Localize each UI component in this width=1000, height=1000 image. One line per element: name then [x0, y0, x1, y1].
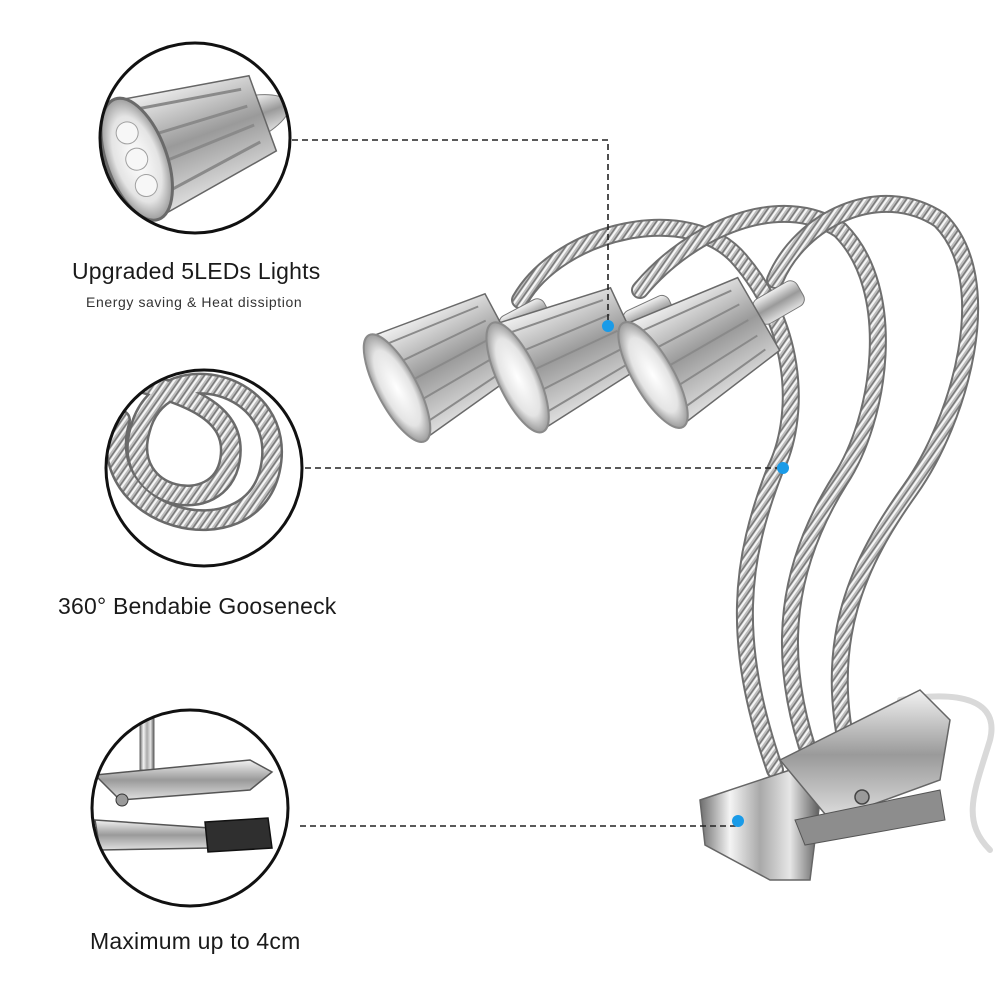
clamp-base	[699, 689, 951, 881]
lamp-head-right	[617, 276, 805, 429]
marker-dot-clamp	[732, 815, 744, 827]
gooseneck-arms	[511, 195, 979, 779]
lamp-head-left	[362, 292, 552, 443]
leader-lines	[292, 139, 783, 827]
marker-dot-leds	[602, 320, 614, 332]
feature-title-gooseneck: 360° Bendabie Gooseneck	[58, 593, 337, 619]
led-bulb-icon	[98, 41, 292, 235]
leader-line-leds	[292, 139, 609, 326]
marker-dot-gooseneck	[777, 462, 789, 474]
power-cable	[897, 693, 995, 853]
clamp-icon	[90, 708, 290, 908]
gooseneck-icon	[104, 368, 304, 568]
feature-title-clamp: Maximum up to 4cm	[90, 928, 301, 954]
feature-title-leds: Upgraded 5LEDs Lights	[72, 258, 321, 284]
feature-subtitle-leds: Energy saving & Heat dissiption	[86, 294, 303, 310]
